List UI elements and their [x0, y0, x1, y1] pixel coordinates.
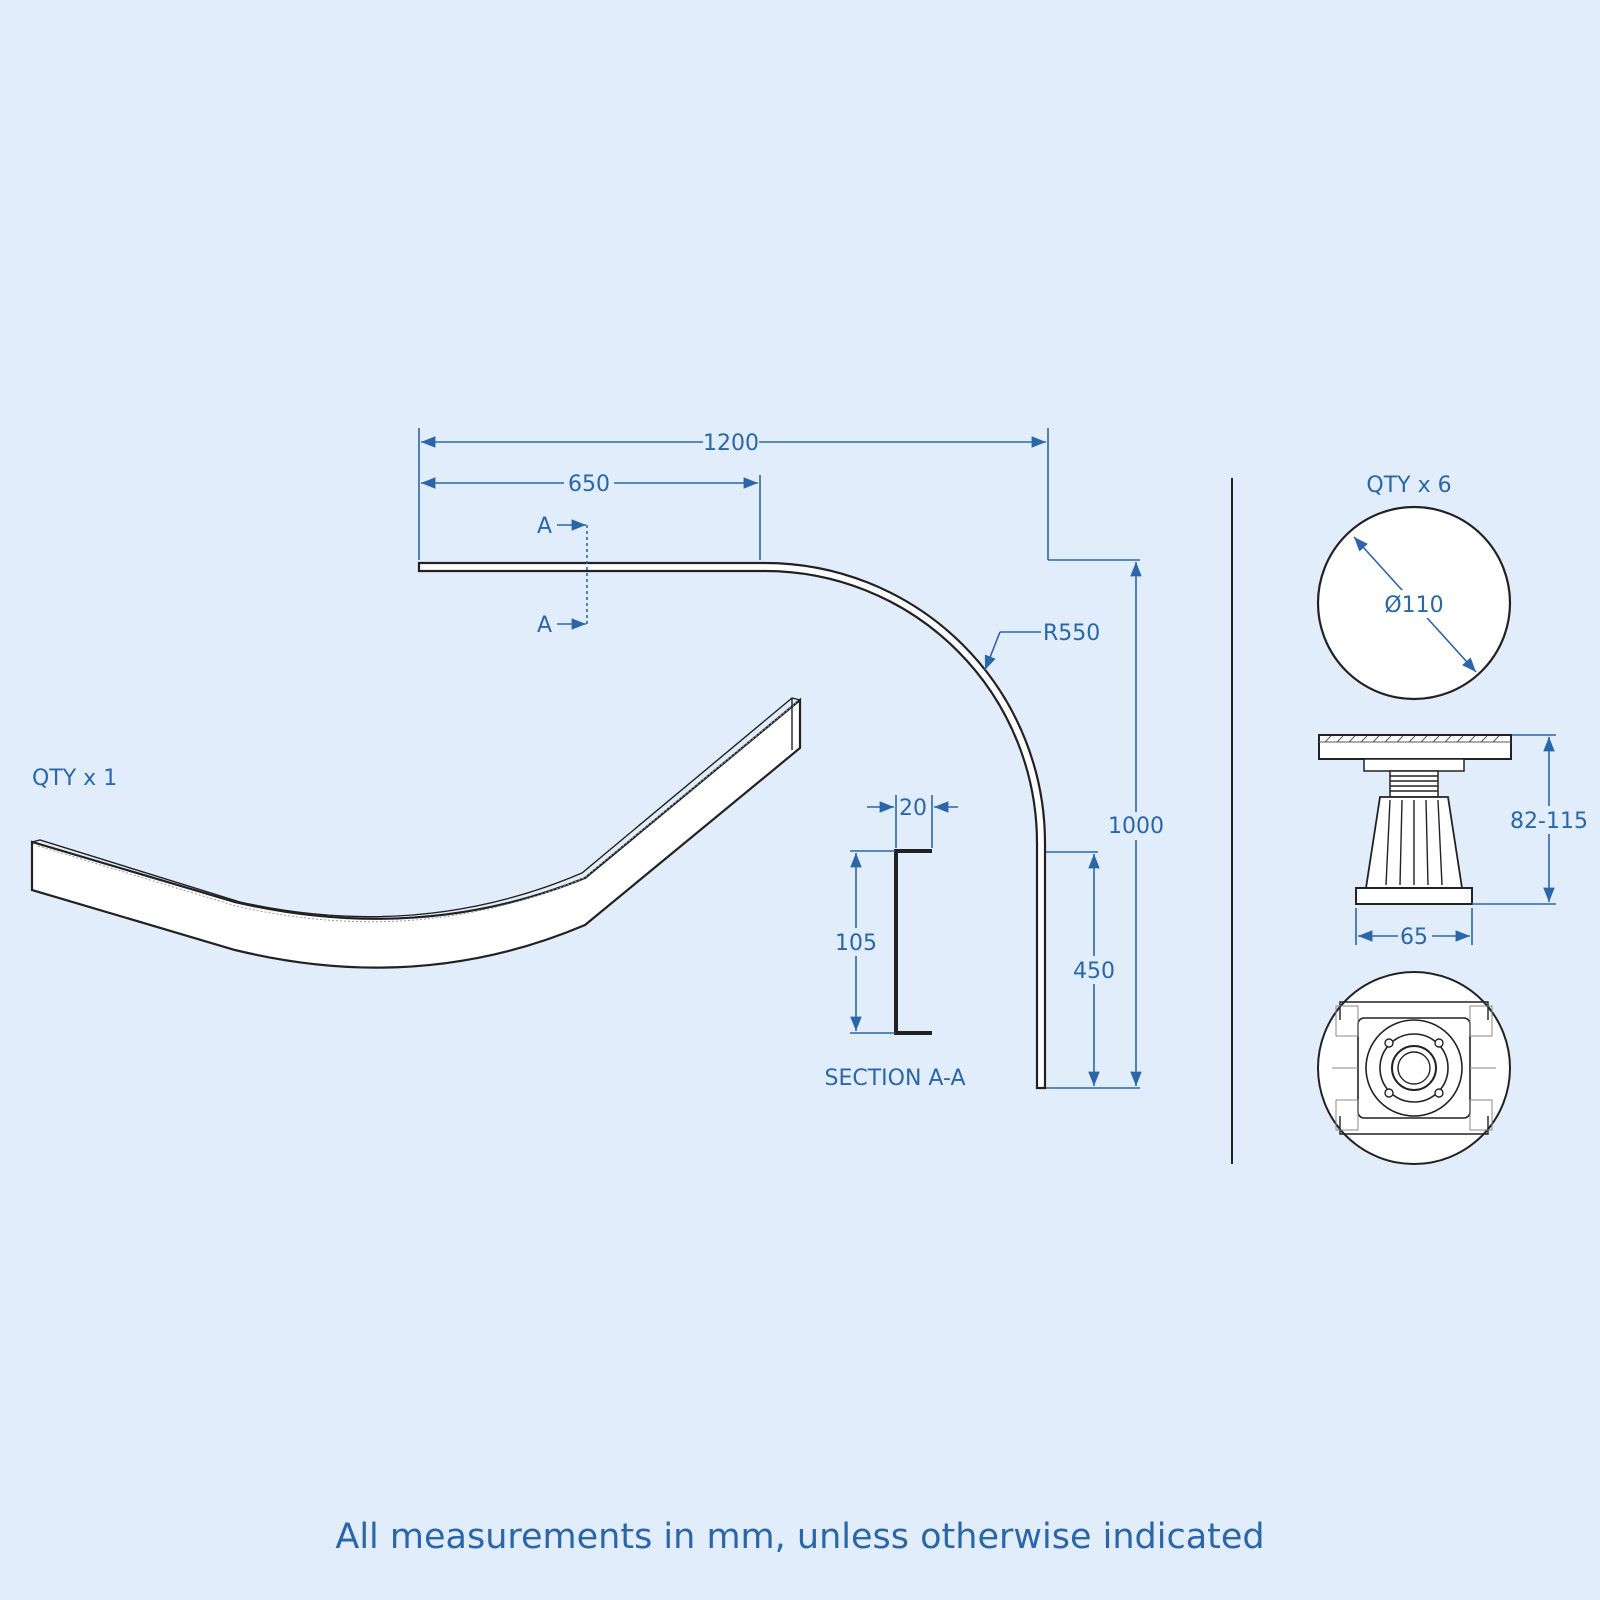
section-cut-line	[557, 519, 588, 630]
section-marker-top: A	[537, 514, 552, 539]
dimension-1200	[418, 428, 1140, 561]
panel-plan-view	[417, 561, 1047, 1090]
qty-panel-label: QTY x 1	[32, 766, 117, 791]
diameter-label: Ø110	[1384, 593, 1443, 618]
radius-label: R550	[1043, 621, 1100, 646]
radius-arrow	[984, 631, 1001, 671]
height-range-label: 82-115	[1510, 809, 1588, 834]
dimension-1000-label: 1000	[1108, 814, 1164, 839]
foot-bottom-view	[1317, 971, 1511, 1165]
dimension-450-label: 450	[1073, 959, 1115, 984]
base-width-label: 65	[1400, 925, 1428, 950]
dimension-1200-label: 1200	[703, 431, 759, 456]
foot-side-view	[1318, 734, 1512, 905]
dimension-105-label: 105	[835, 931, 877, 956]
dimension-20	[867, 795, 958, 848]
footer-note: All measurements in mm, unless otherwise…	[335, 1517, 1264, 1557]
section-a-a-view	[894, 849, 932, 1035]
panel-3d-view	[30, 697, 802, 969]
section-marker-bottom: A	[537, 613, 552, 638]
dimension-20-label: 20	[899, 796, 927, 821]
dimension-650-label: 650	[568, 472, 610, 497]
qty-feet-label: QTY x 6	[1366, 473, 1451, 498]
section-title: SECTION A-A	[825, 1066, 966, 1091]
